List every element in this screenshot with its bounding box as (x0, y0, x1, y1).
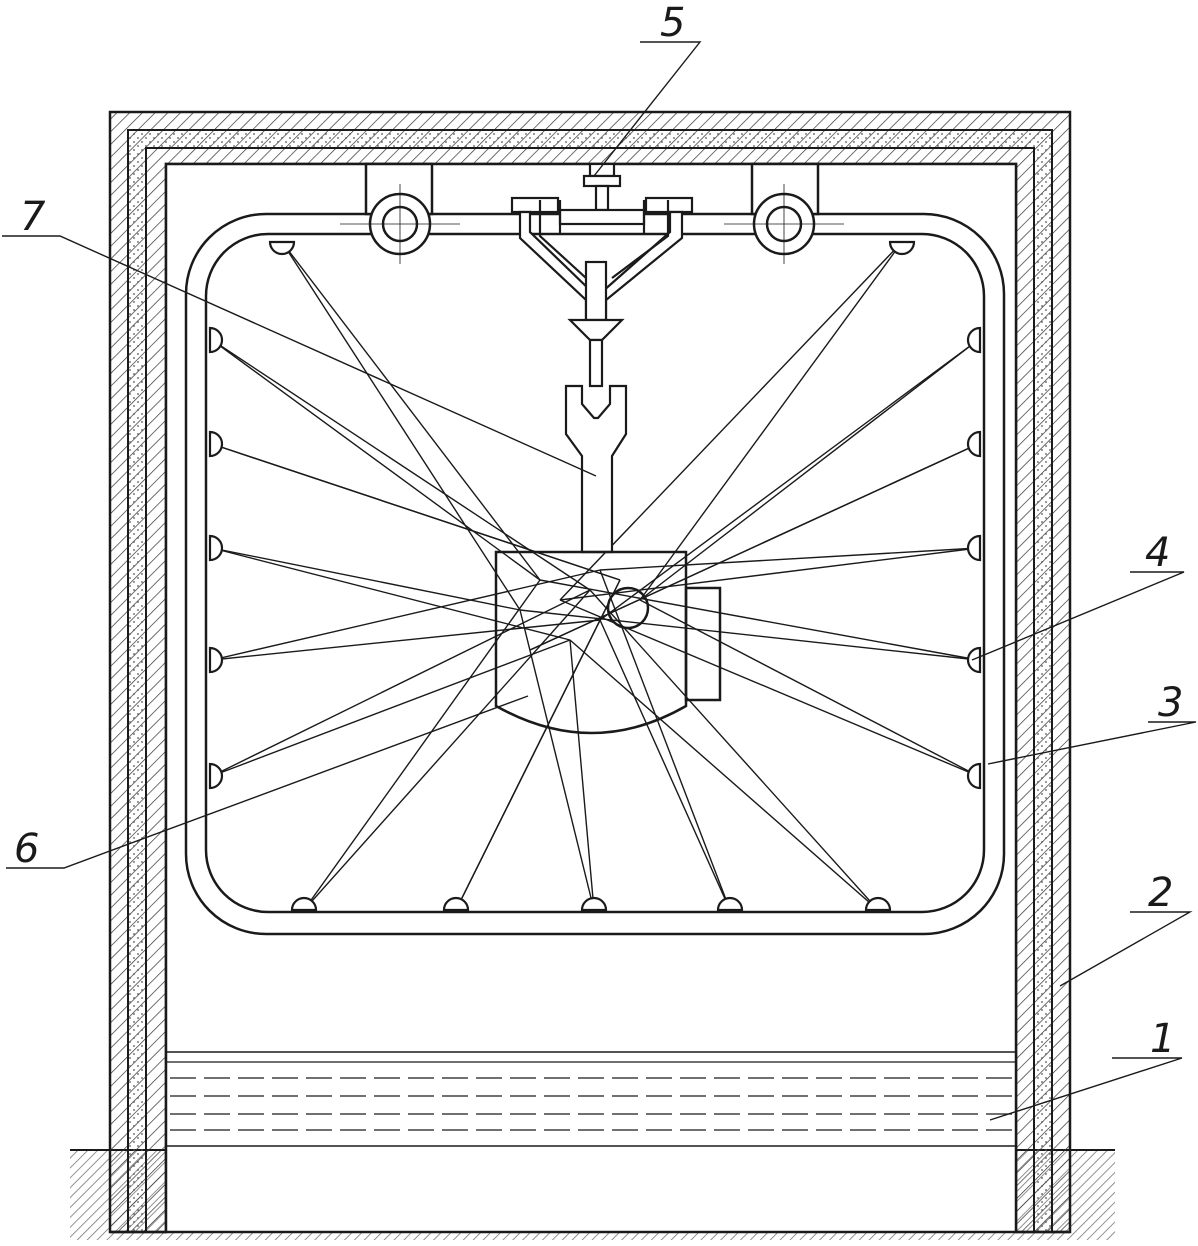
callout-6: 6 (14, 826, 39, 872)
spray-jet (559, 599, 979, 777)
nozzle (442, 896, 470, 912)
callout-7: 7 (20, 194, 46, 240)
spray-jet (303, 579, 541, 911)
nozzle (208, 762, 224, 790)
nozzle (290, 896, 318, 912)
leader-lines (2, 41, 1197, 1121)
spray-jet (599, 547, 979, 571)
spray-jet (569, 639, 879, 911)
frame-hanger-right (724, 162, 844, 264)
callout-3: 3 (1158, 680, 1183, 726)
spray-jet (303, 589, 591, 911)
nozzle (208, 430, 224, 458)
callout-4: 4 (1145, 530, 1170, 576)
spray-jet (589, 589, 879, 911)
spray-jets (211, 241, 979, 911)
spray-jet (211, 619, 601, 661)
spray-jet (211, 569, 601, 661)
spray-jet (211, 639, 571, 777)
spray-jet (211, 589, 591, 777)
nozzle (966, 646, 982, 674)
nozzle (864, 896, 892, 912)
nozzle (208, 646, 224, 674)
spray-jet (559, 241, 903, 601)
nozzle (966, 762, 982, 790)
spray-jet (519, 609, 595, 911)
hanger-hook (518, 200, 684, 554)
spray-jet (211, 339, 541, 581)
callout-5: 5 (660, 0, 685, 46)
nozzle (208, 326, 224, 354)
spray-jet (599, 339, 979, 621)
spray-jet (559, 547, 979, 601)
workpiece (494, 550, 722, 735)
spray-jet (529, 443, 979, 651)
nozzle (966, 326, 982, 354)
nozzle (268, 240, 296, 256)
frame-hanger-left (340, 162, 460, 264)
nozzles (208, 240, 982, 912)
nozzle (966, 430, 982, 458)
spray-jet (211, 547, 571, 641)
liquid-bath (166, 1051, 1016, 1147)
spray-jet (455, 579, 621, 911)
nozzle (208, 534, 224, 562)
spray-jet (639, 339, 979, 601)
spray-jet (519, 609, 979, 661)
spray-jet (211, 547, 521, 611)
spray-jet (281, 241, 541, 581)
nozzle (716, 896, 744, 912)
spray-jet (639, 241, 903, 601)
spray-jet (569, 639, 595, 911)
spray-jet (281, 241, 521, 611)
callout-1: 1 (1150, 1016, 1175, 1062)
nozzle (580, 896, 608, 912)
callout-labels: 5 7 4 3 2 1 6 (14, 0, 1183, 1062)
spray-jet (639, 599, 979, 777)
callout-2: 2 (1148, 870, 1173, 916)
nozzle (966, 534, 982, 562)
spray-jet (599, 619, 731, 911)
spray-jet (211, 443, 621, 581)
nozzle (888, 240, 916, 256)
